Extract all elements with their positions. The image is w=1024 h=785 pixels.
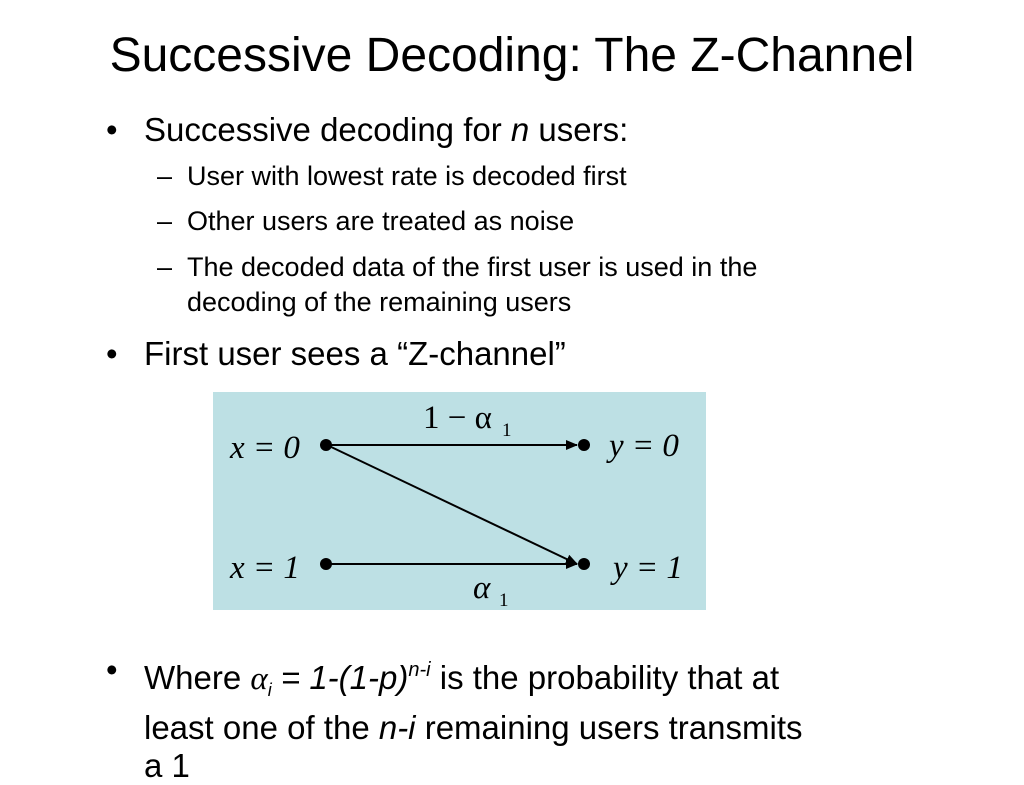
z-channel-diagram: x = 0 x = 1 y = 0 y = 1 1 − α 1 α 1 [213, 392, 706, 611]
bullet-dot: • [106, 651, 118, 688]
label-x1: x = 1 [229, 550, 300, 586]
subbullet-text: Other users are treated as noise [187, 206, 575, 236]
subbullet-text-line2: decoding of the remaining users [187, 287, 572, 317]
bullet-where-alpha: • Where αi = 1-(1-p)n-i is the probabili… [106, 651, 803, 785]
node-y0 [578, 439, 590, 451]
alpha-symbol: α [250, 661, 268, 697]
bullet-text: Successive decoding for [144, 111, 502, 148]
variable-n-i: n-i [378, 709, 416, 746]
slide-title: Successive Decoding: The Z-Channel [109, 29, 915, 82]
variable-n: n [510, 111, 530, 148]
label-one-minus-alpha: 1 − α [423, 400, 492, 436]
bullet-text: least one of the [144, 709, 370, 746]
label-alpha: α [473, 570, 491, 606]
arrow-0-to-1 [326, 444, 578, 565]
subbullet-dash: – [157, 206, 173, 236]
label-one-minus-alpha-sub: 1 [502, 420, 512, 441]
node-y1 [578, 558, 590, 570]
bullet-text: Where [144, 659, 242, 696]
bullet-z-channel: • First user sees a “Z-channel” [106, 335, 566, 373]
node-x0 [320, 439, 332, 451]
bullet-line1: Where αi = 1-(1-p)n-i is the probability… [144, 651, 803, 709]
label-alpha-sub: 1 [499, 590, 509, 610]
subbullet-dash: – [157, 161, 173, 191]
label-x0: x = 0 [229, 430, 300, 466]
bullet-successive-decoding: • Successive decoding for n users: [106, 111, 629, 149]
formula-exponent: n-i [408, 659, 431, 681]
bullet-text: users: [538, 111, 629, 148]
node-x1 [320, 558, 332, 570]
alpha-formula: = 1-(1-p) [280, 659, 409, 696]
subbullet-decoded-data: – The decoded data of the first user is … [157, 250, 758, 320]
subbullet-lowest-rate: – User with lowest rate is decoded first [157, 159, 627, 194]
subbullet-dash: – [157, 252, 173, 282]
subbullet-text: User with lowest rate is decoded first [187, 161, 627, 191]
subbullet-text-line1: The decoded data of the first user is us… [187, 252, 758, 282]
bullet-line3: a 1 [144, 747, 190, 784]
bullet-line2: least one of the n-i remaining users tra… [144, 709, 803, 747]
bullet-dot: • [106, 111, 118, 148]
bullet-dot: • [106, 335, 118, 372]
label-y1: y = 1 [610, 550, 683, 586]
bullet-text: remaining users transmits [424, 709, 803, 746]
label-y0: y = 0 [606, 428, 679, 464]
bullet-text: is the probability that at [439, 659, 780, 696]
alpha-subscript: i [267, 680, 272, 700]
subbullet-noise: – Other users are treated as noise [157, 204, 575, 239]
bullet-text: First user sees a “Z-channel” [144, 335, 566, 372]
z-channel-graph: x = 0 x = 1 y = 0 y = 1 1 − α 1 α 1 [229, 400, 683, 611]
